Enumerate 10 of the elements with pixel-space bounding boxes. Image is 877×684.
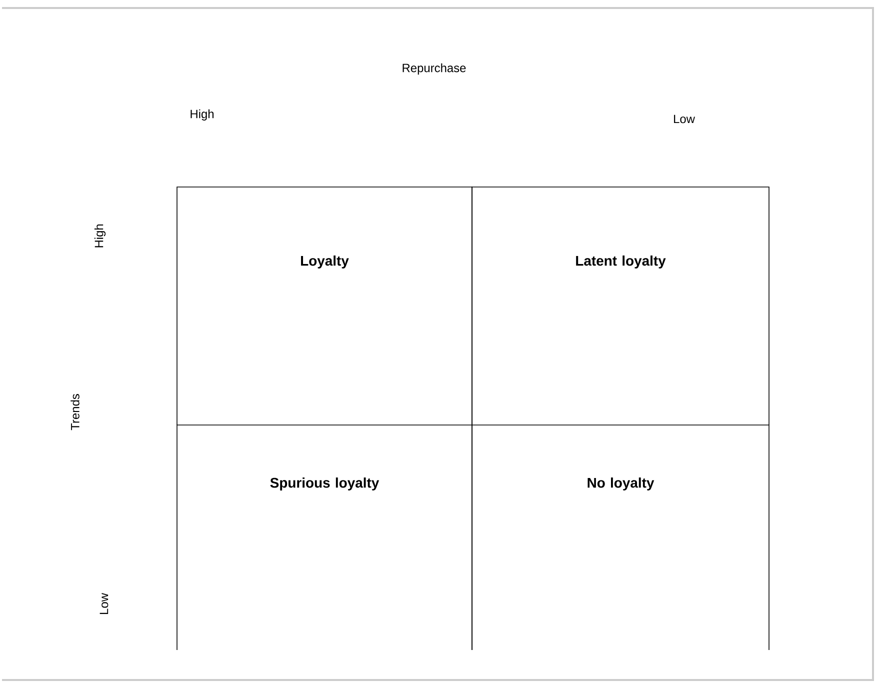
axis-value: Low: [100, 593, 108, 614]
axis-value: High: [190, 109, 214, 121]
axis-value: Low: [674, 114, 695, 124]
axis-title: Repurchase: [402, 63, 466, 75]
matrix-cell: Loyalty: [176, 186, 472, 426]
matrix-cell: Latent loyalty: [472, 186, 770, 426]
matrix-cell: Spurious loyalty: [176, 424, 472, 650]
axis-title: Trends: [70, 394, 80, 430]
matrix-cell: No loyalty: [472, 424, 770, 650]
axis-value: High: [94, 224, 106, 248]
